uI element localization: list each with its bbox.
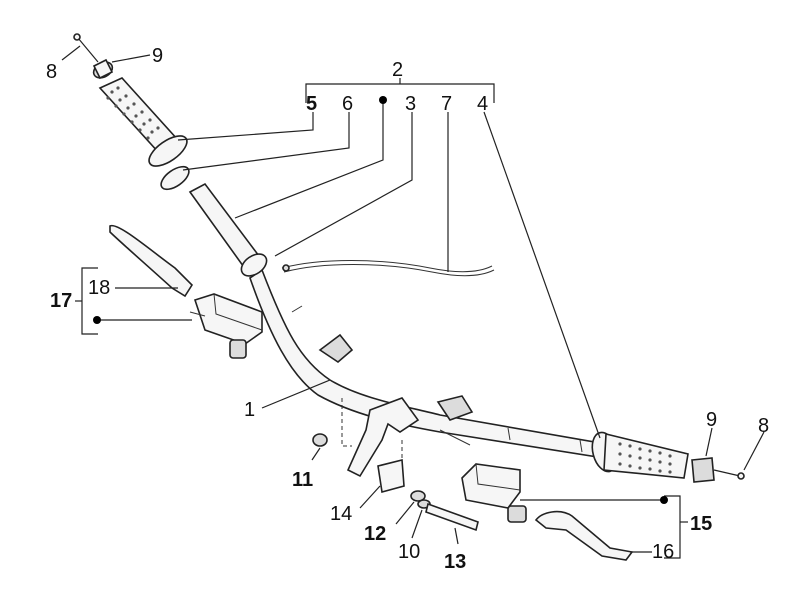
bullet-group15: [660, 496, 668, 504]
label-10: 10: [398, 541, 420, 563]
throttle-cable: [281, 260, 495, 277]
throttle-tube: [188, 182, 268, 277]
bullet-group2: [379, 96, 387, 104]
left-master-cylinder: [189, 293, 263, 359]
left-grip: [98, 77, 188, 167]
label-5: 5: [306, 93, 317, 115]
label-3: 3: [405, 93, 416, 115]
label-8-right: 8: [758, 415, 769, 437]
washer-ring: [160, 165, 190, 191]
label-4: 4: [477, 93, 488, 115]
handlebar-tube: [249, 268, 606, 459]
label-11: 11: [292, 469, 313, 491]
part-labels: 2 5 6 3 7 4 8 9 1 17 18 11 14 12 10 13 1…: [46, 45, 769, 573]
left-lever: [109, 224, 194, 298]
label-8-left: 8: [46, 61, 57, 83]
mount-clamp: [312, 397, 479, 532]
label-18: 18: [88, 277, 110, 299]
right-lever: [534, 510, 634, 561]
label-12: 12: [364, 523, 386, 545]
left-end-weight: [73, 33, 114, 80]
right-end-weight: [691, 457, 745, 483]
callout-lines: [61, 45, 765, 559]
label-7: 7: [441, 93, 452, 115]
label-16: 16: [652, 541, 674, 563]
right-master-cylinder: [461, 463, 527, 523]
label-1: 1: [244, 399, 255, 421]
label-14: 14: [330, 503, 352, 525]
label-17: 17: [50, 290, 72, 312]
label-9-left: 9: [152, 45, 163, 67]
label-13: 13: [444, 551, 466, 573]
label-6: 6: [342, 93, 353, 115]
label-2: 2: [392, 59, 403, 81]
label-9-right: 9: [706, 409, 717, 431]
label-15: 15: [690, 513, 712, 535]
bullet-group17: [93, 316, 101, 324]
right-grip: [591, 431, 689, 479]
